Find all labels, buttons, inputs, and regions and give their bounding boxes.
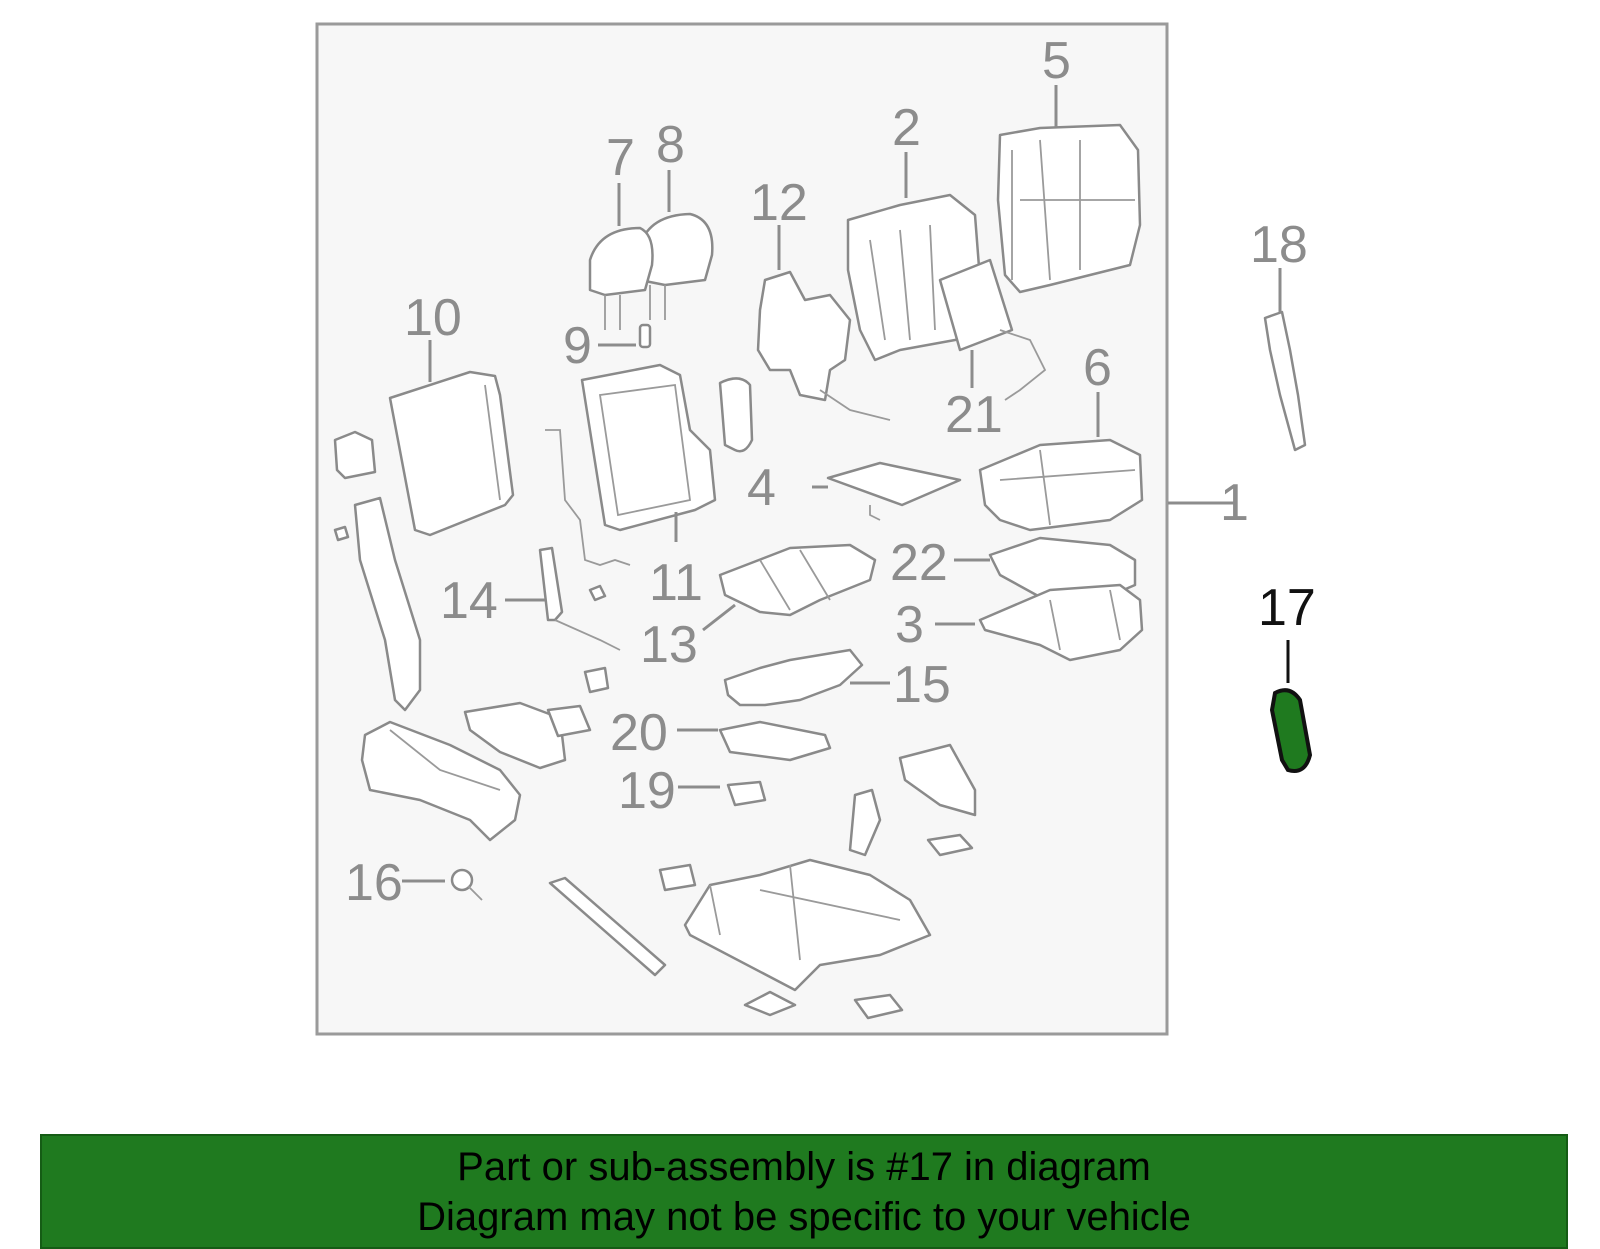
- foot-shape: [743, 990, 797, 1017]
- part-16-shape[interactable]: [450, 868, 483, 901]
- callout-8: 8: [656, 116, 685, 174]
- lower-rail-shape: [548, 876, 667, 977]
- switch-bezel-shape: [463, 701, 567, 770]
- callout-22: 22: [890, 534, 948, 592]
- callout-16: 16: [345, 854, 403, 912]
- connector-shape: [583, 666, 610, 694]
- callout-1: 1: [1220, 474, 1249, 532]
- part-7-shape[interactable]: [588, 226, 654, 330]
- side-shield-shape: [360, 720, 522, 842]
- part-8-shape[interactable]: [638, 212, 714, 320]
- part-9-shape[interactable]: [638, 323, 652, 349]
- part-18-shape[interactable]: [1263, 310, 1307, 452]
- seat-track-shape: [683, 858, 932, 992]
- part-3-shape[interactable]: [978, 583, 1144, 662]
- callout-labels: 1 2 5 7 8 12 6 18 10 9 4 11 21 22 3 14 1…: [345, 32, 1316, 912]
- part-14-shape[interactable]: [538, 546, 621, 651]
- callout-2: 2: [892, 99, 921, 157]
- screw-shape-2: [333, 525, 350, 542]
- plate-shape: [926, 833, 974, 857]
- leader-lines: [402, 85, 1290, 883]
- callout-7: 7: [606, 129, 635, 187]
- part-5-shape[interactable]: [996, 123, 1142, 294]
- callout-12: 12: [750, 174, 808, 232]
- part-15-shape[interactable]: [723, 648, 864, 707]
- footer-banner: Part or sub-assembly is #17 in diagram D…: [40, 1134, 1568, 1249]
- callout-3: 3: [895, 596, 924, 654]
- clip-shape: [658, 863, 697, 892]
- part-10-shape[interactable]: [388, 370, 515, 537]
- footer-line-2: Diagram may not be specific to your vehi…: [417, 1195, 1191, 1239]
- part-17-highlight[interactable]: [1269, 688, 1313, 773]
- part-12-shape[interactable]: [756, 270, 891, 421]
- part-6-shape[interactable]: [978, 438, 1144, 532]
- callout-10: 10: [404, 289, 462, 347]
- armrest-cap-shape: [718, 377, 754, 453]
- footer-line-1: Part or sub-assembly is #17 in diagram: [457, 1145, 1151, 1189]
- callout-4: 4: [747, 459, 776, 517]
- part-20-shape[interactable]: [718, 720, 832, 762]
- part-13-shape[interactable]: [718, 543, 877, 617]
- callout-9: 9: [563, 317, 592, 375]
- callout-6: 6: [1083, 339, 1112, 397]
- part-21-shape[interactable]: [938, 258, 1047, 401]
- screw-shape: [588, 584, 607, 602]
- callout-13: 13: [640, 616, 698, 674]
- side-cap-shape: [333, 430, 377, 480]
- callout-18: 18: [1250, 216, 1308, 274]
- wire-harness-shape: [545, 429, 631, 566]
- part-22-shape[interactable]: [988, 536, 1137, 602]
- part-19-shape[interactable]: [726, 780, 767, 807]
- part-4-shape[interactable]: [826, 461, 962, 521]
- switch-knob-shape: [546, 704, 592, 738]
- side-rail-shape: [353, 496, 422, 712]
- callout-14: 14: [440, 572, 498, 630]
- callout-11: 11: [649, 554, 703, 612]
- callout-5: 5: [1042, 32, 1071, 90]
- bracket-shape: [848, 788, 882, 857]
- cover-shape: [898, 743, 977, 817]
- callout-21: 21: [945, 386, 1003, 444]
- callout-15: 15: [893, 656, 951, 714]
- foot-shape-2: [853, 993, 904, 1020]
- callout-20: 20: [610, 704, 668, 762]
- callout-17: 17: [1258, 579, 1316, 637]
- callout-19: 19: [618, 762, 676, 820]
- part-11-shape[interactable]: [580, 363, 717, 532]
